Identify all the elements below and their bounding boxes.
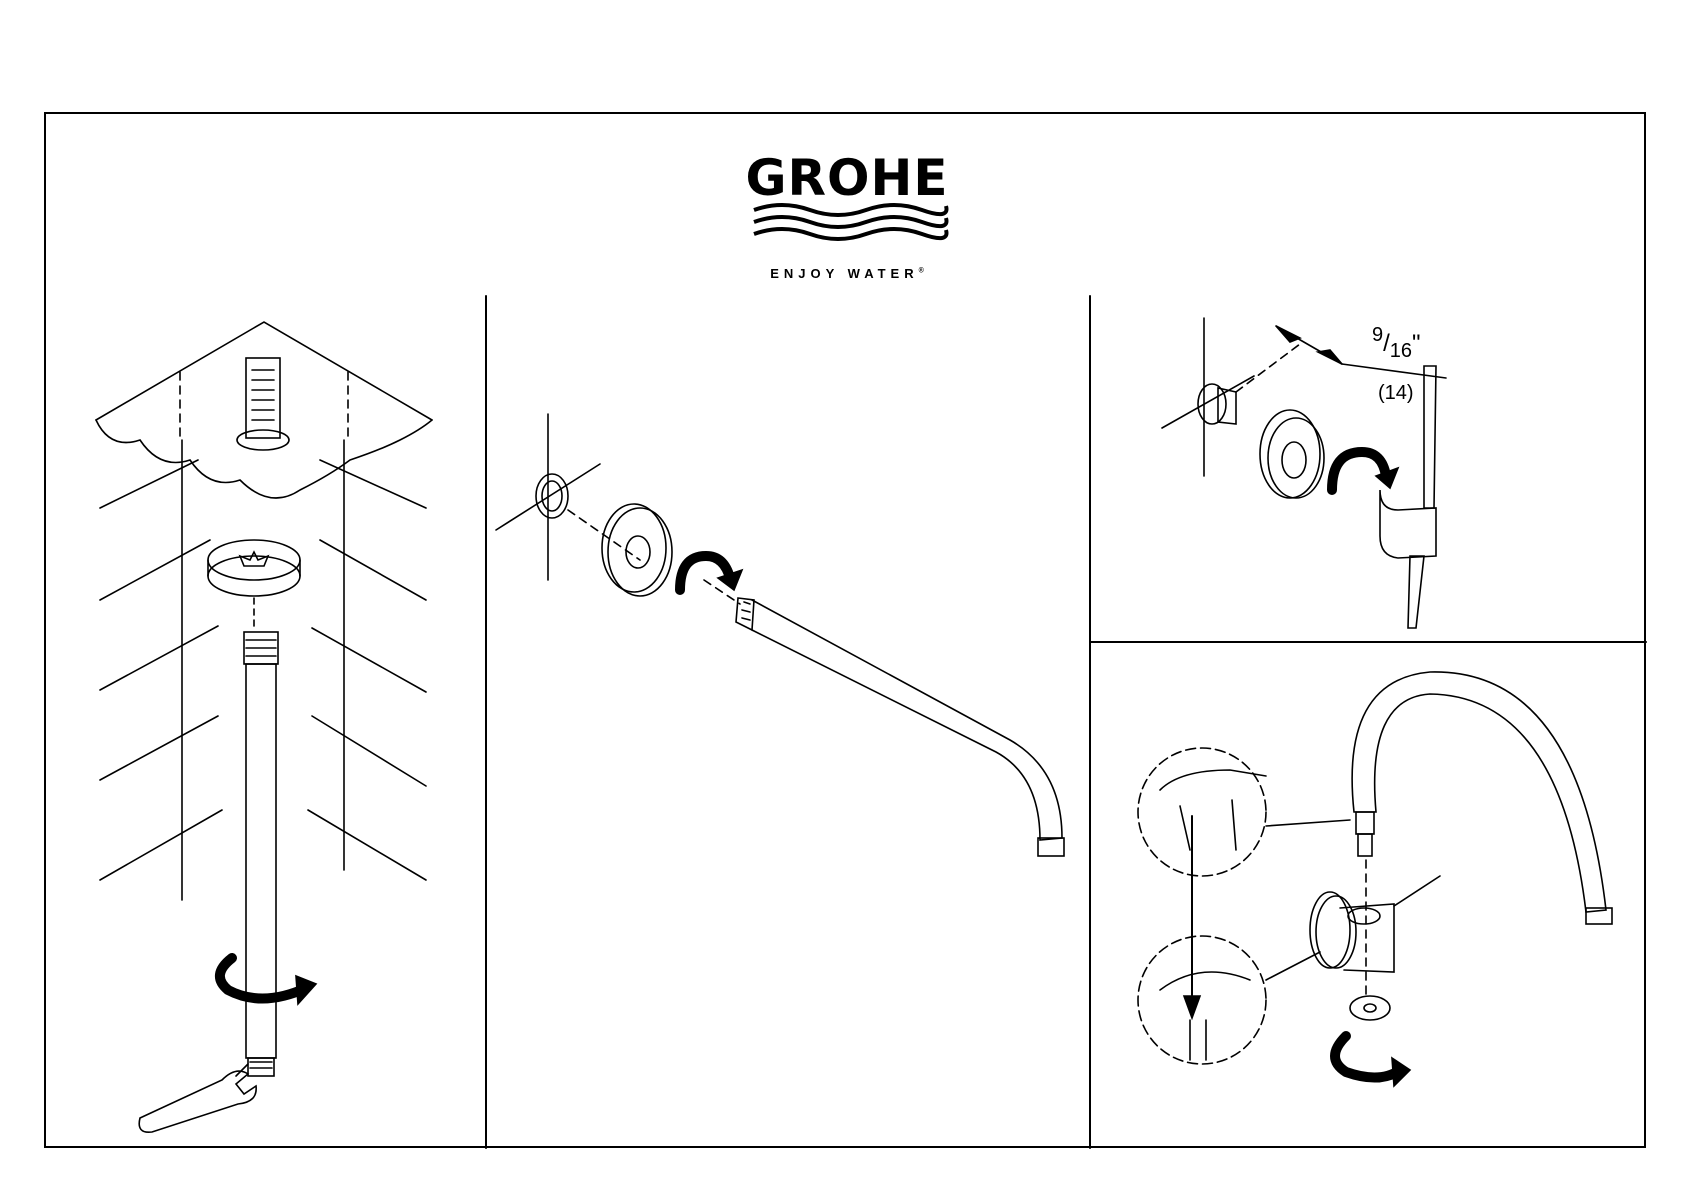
wall-connector bbox=[1310, 876, 1440, 972]
hex-key-icon bbox=[1380, 366, 1436, 628]
wrench-size-metric: (14) bbox=[1378, 382, 1414, 405]
rosette-ring bbox=[208, 540, 300, 630]
spout bbox=[1352, 672, 1612, 924]
rotate-arrow-icon bbox=[1335, 1036, 1410, 1086]
wall-crosshair bbox=[496, 414, 600, 580]
wall-rosette bbox=[602, 504, 672, 596]
wall-rosette bbox=[1260, 410, 1324, 498]
ceiling-pipe bbox=[244, 632, 278, 1076]
washer bbox=[1350, 996, 1390, 1020]
ceiling-tiles bbox=[100, 440, 426, 900]
shower-arm bbox=[736, 598, 1064, 856]
rotate-arrow-icon bbox=[1332, 452, 1398, 490]
detail-callout bbox=[1138, 748, 1350, 1064]
wrench-icon bbox=[139, 1064, 256, 1132]
panel-dividers bbox=[486, 296, 1646, 1148]
wrench-size-inch: 9/16" bbox=[1372, 330, 1421, 358]
ceiling-plate bbox=[96, 322, 432, 498]
rotate-arrow-icon bbox=[220, 958, 316, 1004]
wall-crosshair bbox=[1162, 318, 1254, 476]
